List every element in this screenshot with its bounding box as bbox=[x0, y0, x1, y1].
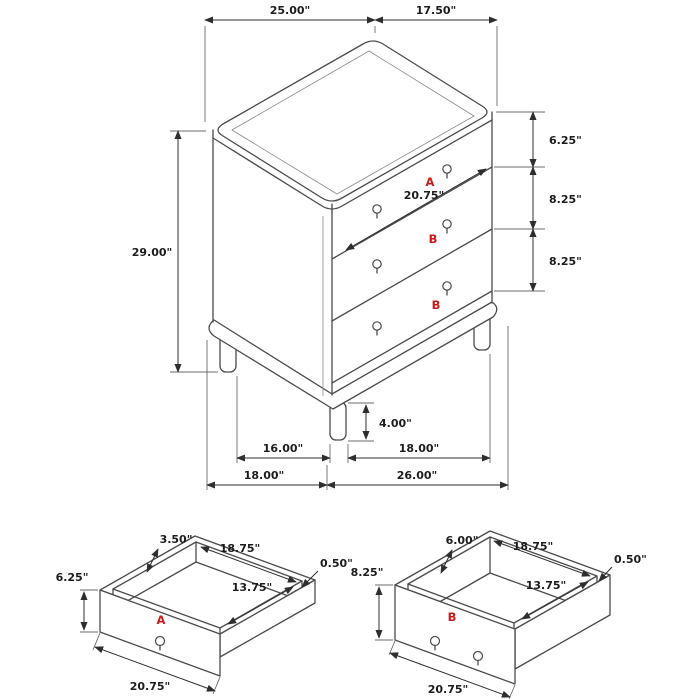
label-drawer-a: A bbox=[426, 175, 435, 189]
dim-base-front-right: 18.00" bbox=[399, 442, 440, 455]
dim-line-b-inner-width bbox=[493, 540, 591, 577]
dim-a-inner-width: 18.75" bbox=[220, 542, 261, 555]
dim-b-thickness: 0.50" bbox=[614, 553, 647, 566]
dim-base-total-left: 18.00" bbox=[244, 469, 285, 482]
dim-drawer-b2-height: 8.25" bbox=[549, 255, 582, 268]
dimensions-top: 25.00" 17.50" bbox=[204, 4, 498, 122]
knob-icon bbox=[442, 281, 452, 291]
knob-icon bbox=[442, 219, 452, 229]
knob-icon bbox=[372, 321, 382, 331]
dim-drawer-b1-height: 8.25" bbox=[549, 193, 582, 206]
dim-height: 29.00" bbox=[132, 246, 173, 259]
dimensions-base: 16.00" 18.00" 18.00" 26.00" bbox=[206, 326, 509, 490]
label-detail-a: A bbox=[157, 613, 166, 627]
dim-b-inner-width: 18.75" bbox=[513, 540, 554, 553]
dimension-height: 29.00" bbox=[132, 130, 218, 373]
dim-b-inner-depth: 13.75" bbox=[526, 579, 567, 592]
dim-b-side-height: 6.00" bbox=[446, 534, 479, 547]
extension-lines bbox=[80, 589, 98, 633]
label-drawer-b2: B bbox=[432, 298, 441, 312]
dimension-drawer-width: 20.75" bbox=[345, 168, 487, 251]
label-drawer-b1: B bbox=[429, 232, 438, 246]
dim-a-side-height: 3.50" bbox=[160, 533, 193, 546]
dim-line-a-outer-width bbox=[94, 646, 216, 692]
chest-base-rail bbox=[208, 301, 498, 410]
dim-a-inner-depth: 13.75" bbox=[232, 581, 273, 594]
dim-line-a-inner-depth bbox=[227, 586, 294, 625]
knob-icon bbox=[154, 635, 166, 647]
knob-icon bbox=[429, 635, 441, 647]
knob-icon bbox=[372, 259, 382, 269]
extension-lines bbox=[170, 130, 218, 373]
dim-line-a-side-height bbox=[146, 548, 159, 573]
extension-lines bbox=[494, 111, 545, 292]
dim-b-outer-width: 20.75" bbox=[428, 683, 469, 696]
dim-line-a-inner-width bbox=[200, 546, 297, 583]
extension-lines bbox=[348, 402, 374, 442]
chest-top-face bbox=[217, 40, 488, 202]
dim-a-outer-width: 20.75" bbox=[130, 680, 171, 693]
dim-a-thickness: 0.50" bbox=[320, 557, 353, 570]
extension-lines bbox=[204, 26, 498, 122]
dim-top-width: 25.00" bbox=[270, 4, 311, 17]
drawer-a-detail: A 6.25" 3.50" 18.75" 0.50" 13.75" 20.75" bbox=[56, 533, 353, 695]
dimensions-drawer-heights: 6.25" 8.25" 8.25" bbox=[494, 111, 582, 292]
dim-b-front-height: 8.25" bbox=[351, 566, 384, 579]
chest-top-corner-ticks bbox=[212, 111, 493, 213]
dim-leg-height: 4.00" bbox=[379, 417, 412, 430]
dim-base-front-left: 16.00" bbox=[263, 442, 304, 455]
dim-line-b-outer-width bbox=[389, 652, 511, 698]
leader-a-thickness bbox=[301, 570, 319, 588]
drawer-b-detail: B 8.25" 6.00" 18.75" 0.50" 13.75" 20.75" bbox=[351, 530, 647, 700]
label-detail-b: B bbox=[448, 610, 457, 624]
dim-a-front-height: 6.25" bbox=[56, 571, 89, 584]
chest-isometric-view: A B B bbox=[208, 40, 498, 441]
leader-b-thickness bbox=[598, 566, 613, 582]
knob-icon bbox=[372, 204, 382, 214]
chest-top-inset-line bbox=[231, 50, 475, 195]
knob-icon bbox=[442, 164, 452, 174]
dim-base-total-right: 26.00" bbox=[397, 469, 438, 482]
extension-lines bbox=[375, 584, 393, 641]
dim-line-drawer-width bbox=[345, 168, 487, 251]
dim-drawer-a-height: 6.25" bbox=[549, 134, 582, 147]
dim-drawer-width: 20.75" bbox=[404, 189, 445, 202]
extension-lines bbox=[206, 326, 509, 490]
knob-icon bbox=[472, 650, 484, 662]
dim-line-b-inner-depth bbox=[521, 581, 589, 620]
dim-top-depth: 17.50" bbox=[416, 4, 457, 17]
dimension-leg-height: 4.00" bbox=[348, 402, 412, 442]
dim-line-b-side-height bbox=[440, 549, 453, 574]
